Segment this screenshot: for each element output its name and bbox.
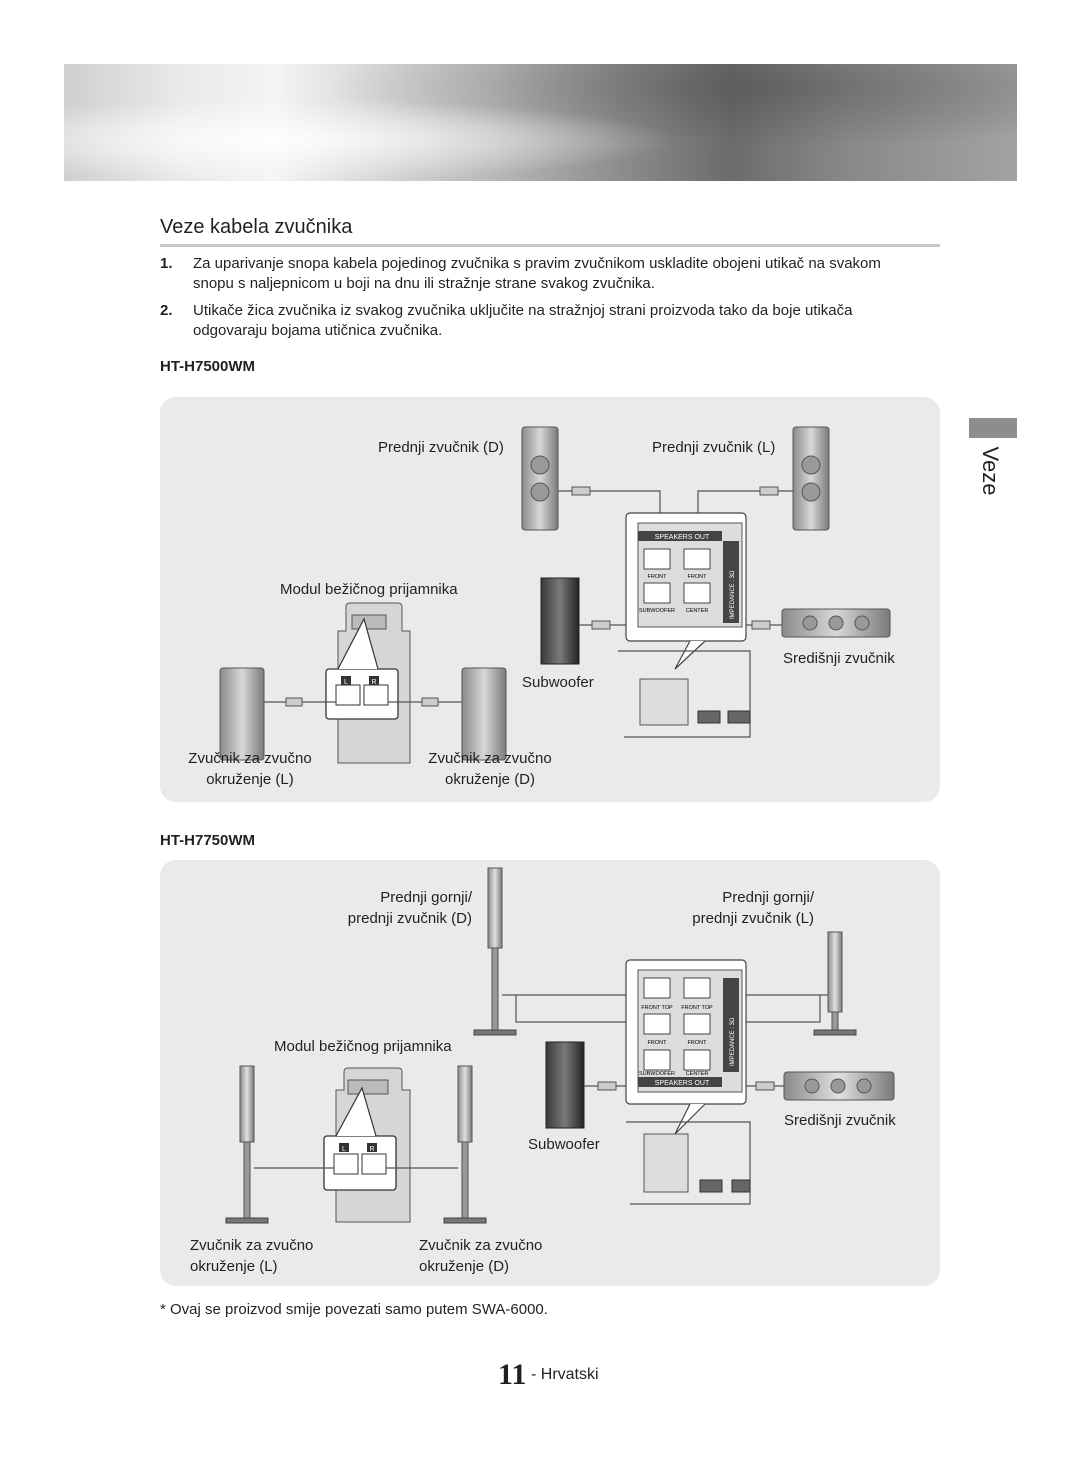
label-subwoofer: Subwoofer (522, 674, 594, 691)
label-wireless-module: Modul bežičnog prijamnika (280, 581, 458, 598)
step-number: 1. (160, 255, 173, 272)
model-label-2: HT-H7750WM (160, 832, 256, 849)
module-l-label: L (342, 1146, 346, 1153)
speaker-terminal-panel (625, 512, 747, 642)
label-front-right-1: Prednji gornji/ (380, 889, 472, 906)
label-surround-left-2: okruženje (L) (206, 771, 294, 788)
header-banner (64, 64, 1017, 181)
panel-center-label: CENTER (686, 608, 709, 614)
panel-header-label: SPEAKERS OUT (655, 1080, 710, 1087)
center-speaker (781, 608, 891, 638)
label-surround-left-1: Zvučnik za zvučno (190, 1237, 314, 1254)
footnote: * Ovaj se proizvod smije povezati samo p… (160, 1301, 548, 1318)
panel-front-r-label: FRONT (688, 574, 708, 580)
panel-front-top-l-label: FRONT TOP (641, 1005, 673, 1011)
wireless-receiver-module (323, 1067, 411, 1223)
panel-front-top-r-label: FRONT TOP (681, 1005, 713, 1011)
label-front-left-1: Prednji gornji/ (722, 889, 814, 906)
module-l-label: L (344, 679, 348, 686)
step-text: Utikače žica zvučnika iz svakog zvučnika… (193, 302, 853, 339)
panel-center-label: CENTER (686, 1071, 709, 1077)
front-left-speaker (792, 426, 830, 531)
label-center: Središnji zvučnik (783, 650, 895, 667)
label-surround-right-1: Zvučnik za zvučno (428, 750, 552, 767)
model-label-1: HT-H7500WM (160, 358, 256, 375)
panel-impedance-label: IMPEDANCE : 3Ω (730, 1017, 736, 1066)
step-1: 1. Za uparivanje snopa kabela pojedinog … (160, 254, 920, 296)
label-front-left: Prednji zvučnik (L) (652, 439, 776, 456)
main-unit-rear (618, 650, 751, 738)
surround-left-speaker (219, 667, 265, 761)
label-center: Središnji zvučnik (784, 1112, 896, 1129)
panel-subwoofer-label: SUBWOOFER (639, 1071, 675, 1077)
speaker-terminal-panel (625, 959, 747, 1105)
surround-left-tower-speaker (225, 1065, 269, 1224)
page-language: - Hrvatski (531, 1366, 599, 1383)
sidebar-chapter-label: Veze (978, 446, 1003, 496)
main-unit-rear (626, 1121, 751, 1205)
panel-subwoofer-label: SUBWOOFER (639, 608, 675, 614)
label-front-right: Prednji zvučnik (D) (378, 439, 504, 456)
module-r-label: R (369, 1146, 374, 1153)
center-speaker (783, 1071, 895, 1101)
surround-right-tower-speaker (443, 1065, 487, 1224)
wireless-receiver-module (325, 602, 411, 764)
label-surround-left-2: okruženje (L) (190, 1258, 278, 1275)
step-2: 2. Utikače žica zvučnika iz svakog zvučn… (160, 301, 920, 343)
subwoofer (540, 577, 580, 665)
diagram-panel-1: SPEAKERS OUT FRONT FRONT SUBWOOFER CENTE… (160, 397, 940, 802)
subwoofer (545, 1041, 585, 1129)
panel-header-label: SPEAKERS OUT (655, 534, 710, 541)
surround-right-speaker (461, 667, 507, 761)
module-r-label: R (371, 679, 376, 686)
diagram-2-drawing: FRONT TOP FRONT TOP FRONT FRONT SUBWOOFE… (225, 867, 895, 1224)
panel-front-l-label: FRONT (648, 574, 668, 580)
panel-front-r-label: FRONT (688, 1040, 708, 1046)
label-front-right-2: prednji zvučnik (D) (347, 910, 472, 927)
front-left-tower-speaker (813, 931, 857, 1036)
sidebar-tab-marker (969, 418, 1017, 438)
front-right-tower-speaker (473, 867, 517, 1036)
step-number: 2. (160, 302, 173, 319)
label-wireless-module: Modul bežičnog prijamnika (274, 1038, 452, 1055)
panel-impedance-label: IMPEDANCE : 3Ω (730, 570, 736, 619)
step-text: Za uparivanje snopa kabela pojedinog zvu… (193, 255, 881, 292)
label-surround-right-2: okruženje (D) (444, 771, 536, 788)
label-surround-right-2: okruženje (D) (419, 1258, 510, 1275)
diagram-1-drawing: SPEAKERS OUT FRONT FRONT SUBWOOFER CENTE… (219, 426, 891, 764)
front-right-speaker (521, 426, 559, 531)
label-subwoofer: Subwoofer (528, 1136, 600, 1153)
panel-front-l-label: FRONT (648, 1040, 668, 1046)
label-front-left-2: prednji zvučnik (L) (692, 910, 814, 927)
diagram-panel-2: FRONT TOP FRONT TOP FRONT FRONT SUBWOOFE… (160, 860, 940, 1286)
section-title: Veze kabela zvučnika (160, 216, 353, 238)
title-rule (160, 244, 940, 247)
page-number: 11 (498, 1358, 527, 1391)
label-surround-left-1: Zvučnik za zvučno (188, 750, 312, 767)
label-surround-right-1: Zvučnik za zvučno (419, 1237, 543, 1254)
